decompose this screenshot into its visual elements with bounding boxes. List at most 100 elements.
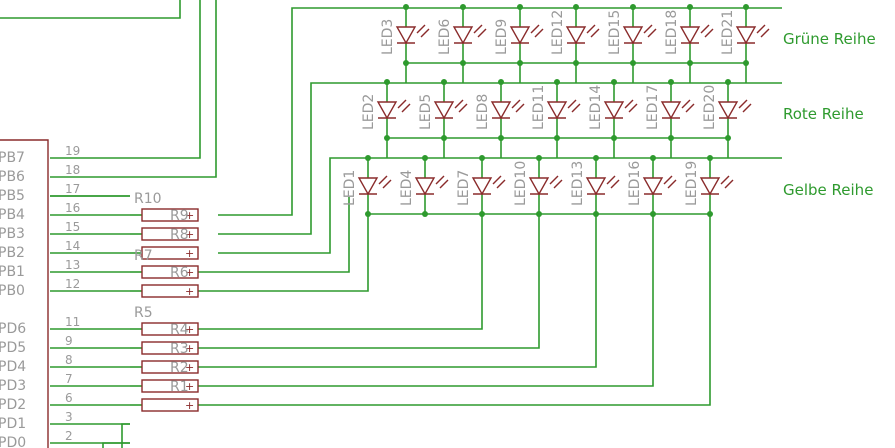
led-arrow-2 bbox=[685, 103, 695, 113]
led-led15: LED15 bbox=[607, 4, 657, 66]
led-arrow-1 bbox=[454, 99, 464, 109]
pin-name-pb2: PB2 bbox=[0, 245, 25, 261]
resistor-value-label: R3 bbox=[170, 341, 189, 357]
led-arrow-1 bbox=[624, 99, 634, 109]
led-label: LED9 bbox=[494, 19, 510, 55]
pin-name-pd5: PD5 bbox=[0, 340, 26, 356]
junction-dot bbox=[536, 155, 542, 161]
led-arrow-1 bbox=[720, 175, 730, 185]
led-led5: LED5 bbox=[418, 79, 468, 141]
led-diode-symbol bbox=[546, 101, 568, 120]
junction-dot bbox=[743, 4, 749, 10]
junction-dot bbox=[611, 79, 617, 85]
resistor-body bbox=[141, 398, 199, 412]
pin-number-pb1: 13 bbox=[65, 258, 80, 272]
resistor-polarity: + bbox=[185, 228, 194, 241]
junction-dot bbox=[365, 155, 371, 161]
led-led14: LED14 bbox=[588, 79, 638, 141]
junction-dot bbox=[668, 79, 674, 85]
pin-number-pb7: 19 bbox=[65, 144, 80, 158]
led-arrow-1 bbox=[416, 24, 426, 34]
led-arrow-2 bbox=[515, 103, 525, 113]
pin-number-pd4: 8 bbox=[65, 353, 73, 367]
led-led17: LED17 bbox=[645, 79, 695, 141]
led-led18: LED18 bbox=[664, 4, 714, 66]
signal-wires bbox=[50, 7, 782, 448]
resistor-value-label: R6 bbox=[170, 265, 189, 281]
led-arrow-2 bbox=[571, 103, 581, 113]
pin-number-pd5: 9 bbox=[65, 334, 73, 348]
junction-dot bbox=[498, 79, 504, 85]
led-arrow-2 bbox=[382, 179, 392, 189]
led-led19: LED19 bbox=[684, 155, 734, 217]
resistor-body bbox=[141, 227, 199, 241]
led-arrow-1 bbox=[606, 175, 616, 185]
led-arrow-2 bbox=[439, 179, 449, 189]
resistor-polarity: + bbox=[185, 247, 194, 260]
pin-name-pd1: PD1 bbox=[0, 416, 26, 432]
resistor-polarity: + bbox=[185, 380, 194, 393]
led-diode-symbol bbox=[357, 177, 379, 196]
pin-number-pb2: 14 bbox=[65, 239, 80, 253]
led-diode-symbol bbox=[660, 101, 682, 120]
led-label: LED5 bbox=[418, 94, 434, 130]
pin-name-pd4: PD4 bbox=[0, 359, 26, 375]
led-led10: LED10 bbox=[513, 155, 563, 217]
led-arrow-2 bbox=[477, 28, 487, 38]
pin-number-pd0: 2 bbox=[65, 429, 73, 443]
led-arrow-1 bbox=[435, 175, 445, 185]
led-arrow-1 bbox=[530, 24, 540, 34]
led-diode-symbol bbox=[376, 101, 398, 120]
led-label: LED10 bbox=[513, 161, 529, 206]
led-arrow-2 bbox=[760, 28, 770, 38]
led-arrow-1 bbox=[586, 24, 596, 34]
led-arrow-1 bbox=[511, 99, 521, 109]
wire-green-common bbox=[218, 7, 782, 216]
pin-number-pb6: 18 bbox=[65, 163, 80, 177]
led-diode-symbol bbox=[490, 101, 512, 120]
led-diode-symbol bbox=[433, 101, 455, 120]
wire-pd0 bbox=[102, 442, 130, 448]
junction-dot bbox=[479, 155, 485, 161]
resistor-polarity: + bbox=[185, 399, 194, 412]
junction-dot bbox=[460, 4, 466, 10]
label-yellow-row: Gelbe Reihe bbox=[783, 181, 873, 199]
resistor-value-label: R4 bbox=[170, 322, 189, 338]
junction-dot bbox=[441, 79, 447, 85]
led-led7: LED7 bbox=[456, 155, 506, 217]
led-diode-symbol bbox=[585, 177, 607, 196]
led-label: LED11 bbox=[531, 85, 547, 130]
led-diode-symbol bbox=[414, 177, 436, 196]
led-arrow-1 bbox=[549, 175, 559, 185]
led-arrow-2 bbox=[553, 179, 563, 189]
led-arrow-2 bbox=[724, 179, 734, 189]
led-arrow-1 bbox=[473, 24, 483, 34]
led-arrow-2 bbox=[534, 28, 544, 38]
led-diode-symbol bbox=[509, 26, 531, 45]
pin-name-pb4: PB4 bbox=[0, 207, 25, 223]
resistor-value-label: R2 bbox=[170, 360, 189, 376]
wire-r4 bbox=[198, 216, 483, 330]
led-arrow-1 bbox=[567, 99, 577, 109]
led-arrow-2 bbox=[628, 103, 638, 113]
wire-r3 bbox=[198, 216, 540, 349]
led-arrow-2 bbox=[704, 28, 714, 38]
led-arrow-1 bbox=[738, 99, 748, 109]
led-led1: LED1 bbox=[342, 155, 392, 217]
led-label: LED6 bbox=[437, 19, 453, 55]
resistor-body bbox=[141, 265, 199, 279]
led-diode-symbol bbox=[565, 26, 587, 45]
junction-dot bbox=[573, 4, 579, 10]
led-label: LED2 bbox=[361, 94, 377, 130]
resistor-value-label: R9 bbox=[170, 208, 189, 224]
led-led6: LED6 bbox=[437, 4, 487, 66]
pin-number-pb0: 12 bbox=[65, 277, 80, 291]
pin-name-pb5: PB5 bbox=[0, 188, 25, 204]
led-arrow-1 bbox=[492, 175, 502, 185]
pin-name-pb6: PB6 bbox=[0, 169, 25, 185]
led-label: LED15 bbox=[607, 10, 623, 55]
led-arrow-2 bbox=[742, 103, 752, 113]
led-led3: LED3 bbox=[380, 4, 430, 66]
led-label: LED19 bbox=[684, 161, 700, 206]
resistor-body bbox=[141, 208, 199, 222]
